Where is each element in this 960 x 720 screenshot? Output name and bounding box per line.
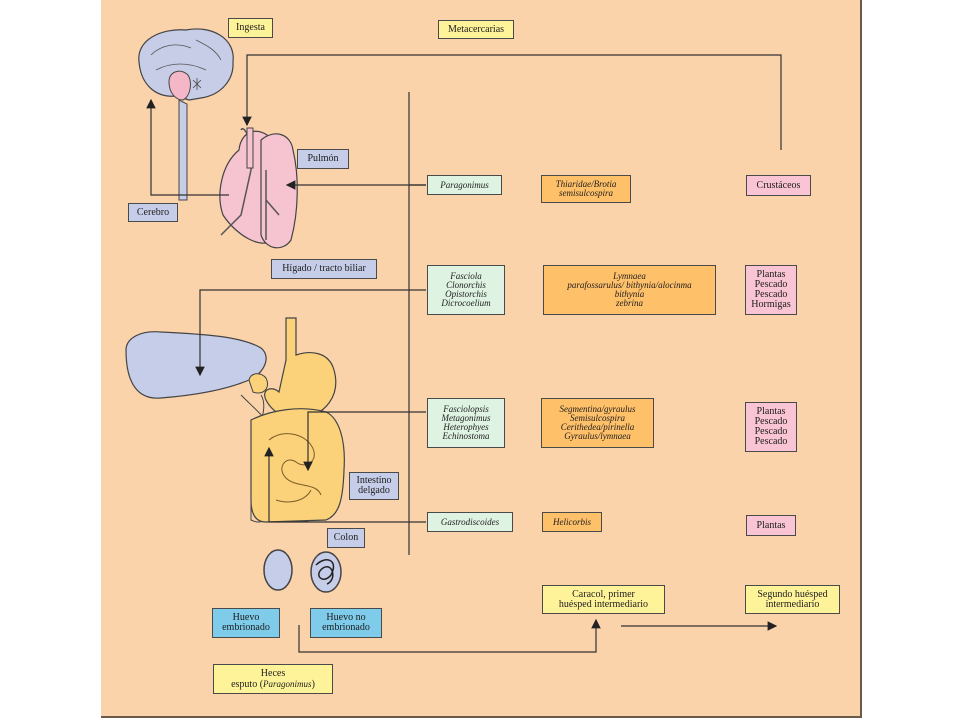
parasite-box-paragonimus: Paragonimus — [427, 175, 502, 195]
non-embryonated-egg-illustration — [310, 551, 342, 593]
cerebro-label: Cerebro — [128, 203, 178, 222]
diagram-canvas: Ingesta Metacercarias Pulmón Cerebro Híg… — [101, 0, 862, 718]
parasite-box-gastrodiscoides: Gastrodiscoides — [427, 512, 513, 532]
higado-label: Hígado / tracto biliar — [271, 259, 377, 279]
host-box-row-1: Crustáceos — [746, 175, 811, 196]
snail-box-row-4: Helicorbis — [542, 512, 602, 532]
liver-illustration — [125, 331, 268, 399]
ingesta-label: Ingesta — [228, 18, 273, 38]
diagram-connectors — [125, 28, 782, 653]
metacercarias-label: Metacercarias — [438, 20, 514, 39]
host-box-row-4: Plantas — [746, 515, 796, 536]
pulmon-label: Pulmón — [297, 149, 349, 169]
embryonated-egg-illustration — [263, 549, 293, 591]
lungs-illustration — [219, 127, 298, 249]
heces-label: Heces esputo (Paragonimus) — [213, 664, 333, 694]
colon-label: Colon — [327, 528, 365, 548]
brain-illustration — [138, 28, 234, 201]
intestine-illustration — [240, 317, 345, 523]
